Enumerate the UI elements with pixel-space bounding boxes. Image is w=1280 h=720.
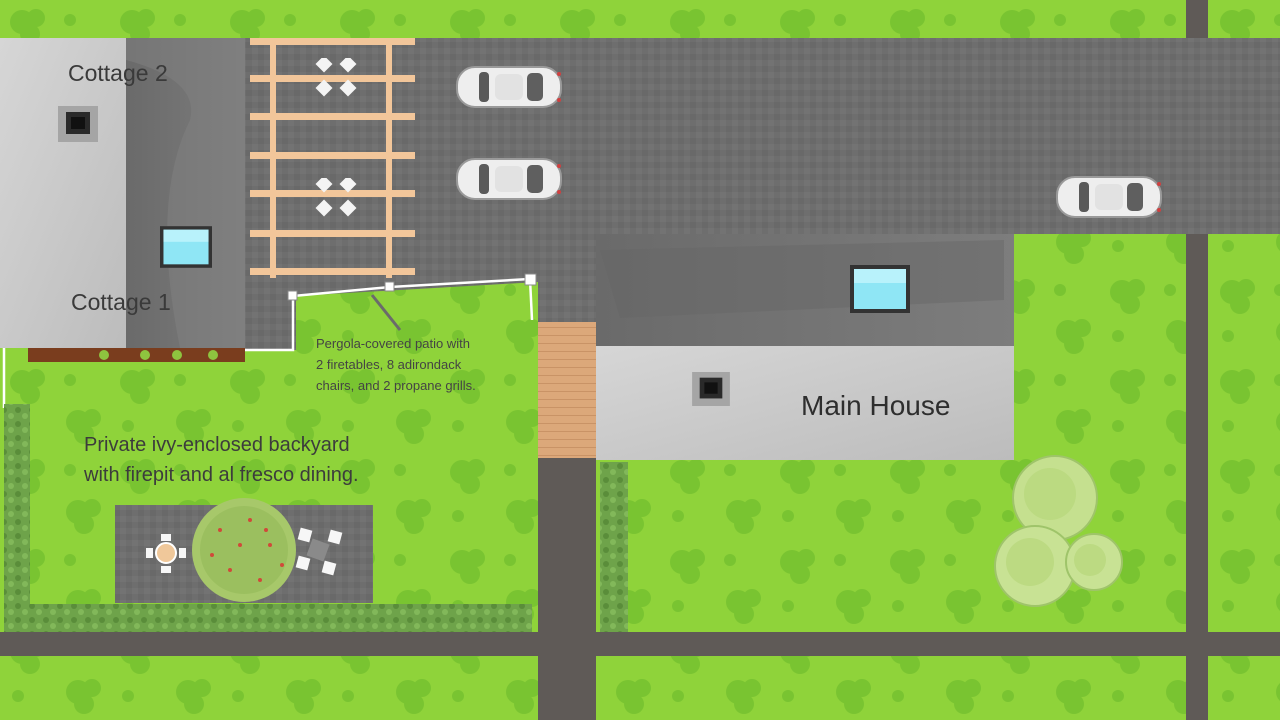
fence-posts	[287, 273, 537, 301]
backyard-annotation-line: Private ivy-enclosed backyard	[84, 434, 350, 456]
planter-plants	[99, 350, 218, 360]
hedge	[28, 604, 532, 632]
patio-annotation: Pergola-covered patio with 2 firetables,…	[316, 333, 476, 396]
dining-set	[146, 534, 186, 573]
cottage-1-label: Cottage 1	[71, 289, 171, 315]
hedge	[600, 462, 628, 632]
main-house-label: Main House	[801, 390, 951, 421]
table-icon	[155, 542, 177, 564]
center-path	[538, 455, 596, 720]
cottage-2-label: Cottage 2	[68, 60, 168, 86]
main-house-roof-dark	[596, 234, 1014, 346]
main-house-roof-light	[596, 346, 1014, 460]
planter-box	[28, 348, 245, 362]
chimney-icon	[58, 106, 98, 142]
tree-icon	[994, 525, 1076, 607]
patio-annotation-line: chairs, and 2 propane grills.	[316, 378, 476, 393]
firepit-icon	[306, 538, 330, 562]
backyard-annotation: Private ivy-enclosed backyard with firep…	[84, 430, 359, 490]
fence-icon	[2, 277, 534, 408]
patio-annotation-line: 2 firetables, 8 adirondack	[316, 357, 462, 372]
chair-icon	[146, 534, 186, 573]
firepit-seating	[295, 527, 343, 576]
tree-icon	[1065, 533, 1123, 591]
skylight-icon	[160, 226, 212, 268]
skylight-icon	[850, 265, 910, 313]
car-icon	[456, 66, 562, 108]
deck-walkway	[538, 322, 596, 458]
car-icon	[456, 158, 562, 200]
chimney-icon	[692, 372, 730, 406]
patio-pointer-arrow	[370, 294, 402, 331]
roof-shading	[126, 38, 245, 348]
car-icon	[1056, 176, 1162, 218]
hedge	[4, 404, 30, 632]
driveway	[245, 38, 1280, 350]
cottage-roof-light	[0, 38, 126, 348]
tree-icon	[192, 498, 296, 602]
pergola-icon	[250, 38, 415, 278]
patio-annotation-line: Pergola-covered patio with	[316, 336, 470, 351]
backyard-annotation-line: with firepit and al fresco dining.	[84, 464, 359, 486]
bottom-path	[0, 632, 1280, 656]
chair-icon	[295, 527, 343, 576]
